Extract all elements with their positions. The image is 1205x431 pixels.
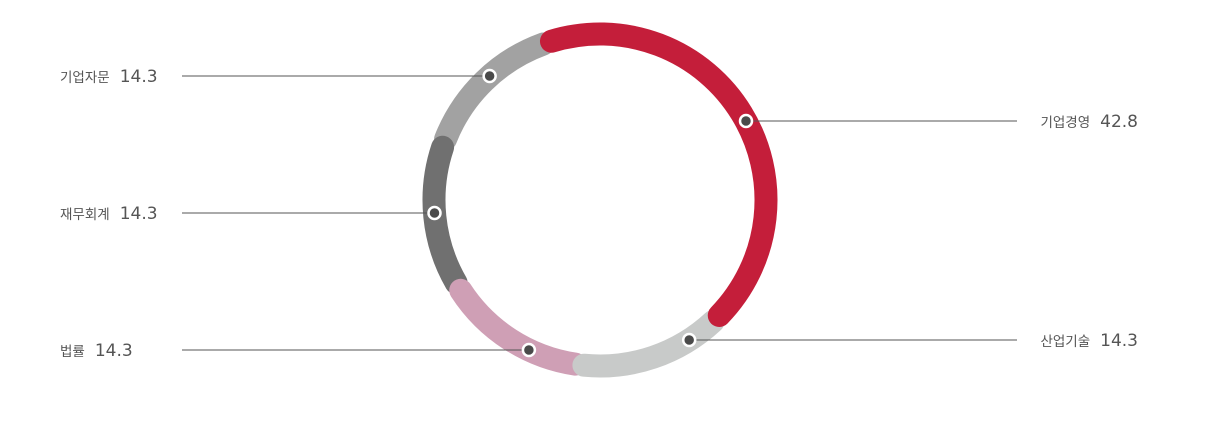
slice-label-name-1: 산업기술 — [1040, 334, 1090, 350]
slice-labels: 기업경영 42.8 산업기술 14.3 법률 14.3 재무회계 14.3 기업자문 14.3 — [60, 67, 1138, 361]
donut-arcs — [422, 22, 778, 378]
slice-label-name-4: 기업자문 — [60, 70, 110, 86]
leader-lines — [182, 75, 1017, 351]
slice-marker-2 — [521, 342, 537, 358]
donut-slice-2 — [449, 278, 587, 376]
slice-markers — [427, 68, 754, 358]
slice-label-name-3: 재무회계 — [60, 207, 110, 223]
slice-marker-4 — [482, 68, 497, 84]
slice-label-name-0: 기업경영 — [1040, 115, 1090, 131]
slice-marker-3 — [427, 205, 442, 221]
slice-label-2: 법률 14.3 — [60, 341, 133, 361]
slice-label-value-2: 14.3 — [95, 341, 133, 361]
donut-slice-4 — [434, 32, 555, 151]
donut-slice-1 — [572, 310, 725, 378]
slice-label-4: 기업자문 14.3 — [60, 67, 158, 87]
slice-label-0: 기업경영 42.8 — [1040, 112, 1138, 132]
slice-label-value-3: 14.3 — [120, 204, 158, 224]
slice-label-name-2: 법률 — [60, 344, 85, 360]
slice-label-3: 재무회계 14.3 — [60, 204, 158, 224]
slice-label-1: 산업기술 14.3 — [1040, 331, 1138, 351]
slice-label-value-0: 42.8 — [1100, 112, 1138, 132]
donut-slice-0 — [539, 22, 778, 327]
slice-label-value-1: 14.3 — [1100, 331, 1138, 351]
slice-marker-0 — [738, 113, 754, 129]
slice-marker-1 — [681, 332, 697, 348]
slice-label-value-4: 14.3 — [120, 67, 158, 87]
